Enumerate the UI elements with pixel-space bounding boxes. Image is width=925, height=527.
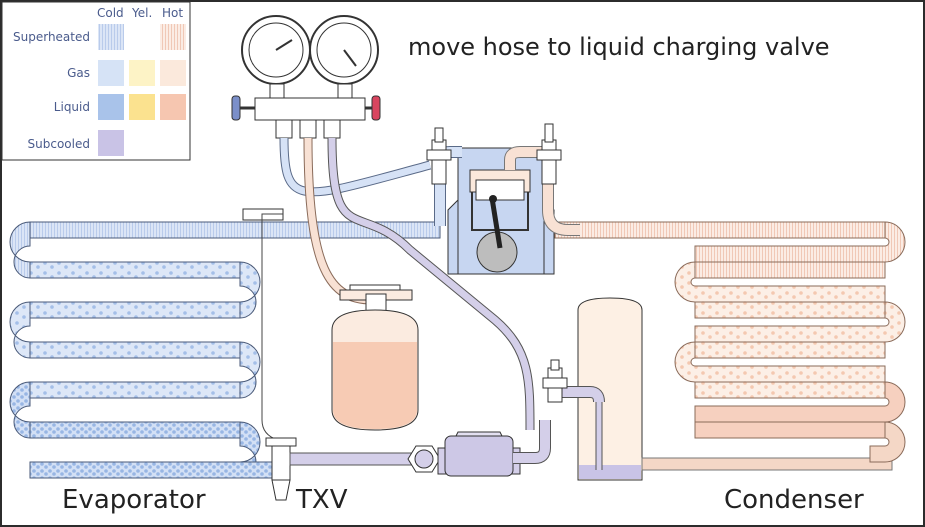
- legend-col-hot: Hot: [162, 6, 183, 20]
- instruction-text: move hose to liquid charging valve: [408, 33, 830, 61]
- legend-row-gas: Gas: [67, 66, 90, 80]
- condenser-coil: [554, 221, 906, 463]
- high-side-knob[interactable]: [371, 95, 381, 121]
- high-side-hose: [328, 137, 534, 431]
- evaporator-coil: [9, 221, 441, 479]
- swatch-gas-cold: [98, 60, 124, 86]
- suction-service-valve[interactable]: [426, 127, 452, 185]
- swatch-gas-yel: [129, 60, 155, 86]
- liquid-charging-valve[interactable]: [542, 359, 568, 403]
- condenser-outlet: [641, 457, 893, 471]
- txv-label: TXV: [295, 485, 348, 515]
- swatch-subcooled-cold: [98, 130, 124, 156]
- liquid-line: [289, 452, 421, 466]
- legend-row-subcooled: Subcooled: [28, 137, 90, 151]
- low-side-knob[interactable]: [231, 95, 241, 121]
- legend-col-yel: Yel.: [131, 6, 152, 20]
- swatch-superheated-hot: [160, 24, 186, 50]
- condenser-label: Condenser: [724, 485, 864, 515]
- swatch-gas-hot: [160, 60, 186, 86]
- legend: Cold Yel. Hot Superheated Gas Liquid Sub…: [1, 1, 191, 161]
- txv-valve[interactable]: [265, 437, 297, 501]
- compressor: [447, 147, 555, 275]
- filter-drier: [437, 431, 521, 477]
- legend-row-liquid: Liquid: [54, 100, 90, 114]
- receiver-tank: [556, 297, 643, 481]
- sight-glass: [407, 445, 441, 473]
- swatch-liquid-yel: [129, 94, 155, 120]
- refrigerant-cylinder: [331, 284, 419, 431]
- swatch-superheated-cold: [98, 24, 124, 50]
- discharge-service-valve[interactable]: [536, 123, 562, 185]
- manifold-gauge-set[interactable]: [231, 15, 381, 139]
- legend-row-superheated: Superheated: [13, 30, 90, 44]
- discharge-line: [505, 147, 548, 170]
- evaporator-label: Evaporator: [62, 485, 206, 515]
- swatch-liquid-hot: [160, 94, 186, 120]
- legend-col-cold: Cold: [97, 6, 124, 20]
- swatch-liquid-cold: [98, 94, 124, 120]
